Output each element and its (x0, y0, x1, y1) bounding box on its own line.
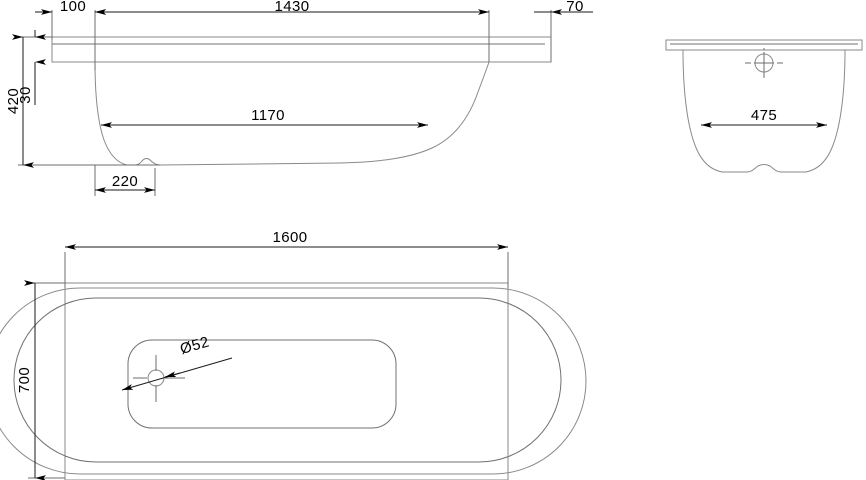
dim-1170-label: 1170 (251, 107, 285, 124)
plan-base-outline (127, 339, 397, 429)
dim-100-label: 100 (60, 0, 86, 15)
dim-1430: 1430 (95, 0, 489, 15)
dim-30-label: 30 (17, 86, 34, 104)
end-body-profile (682, 49, 846, 173)
view-end-elevation: 475 (665, 39, 863, 173)
dim-420-label: 420 (5, 88, 22, 114)
dim-52-label: Ø52 (178, 333, 211, 357)
dim-220-label: 220 (112, 173, 138, 190)
end-rim-outline (665, 39, 863, 51)
dim-420: 420 (5, 34, 34, 168)
dim-220: 220 (94, 165, 156, 196)
dim-475-label: 475 (751, 107, 777, 124)
waste-outlet-centermark (133, 355, 185, 402)
dim-100: 100 (35, 0, 112, 15)
plan-rim-inner (13, 297, 562, 463)
overflow-hole-centermark (745, 48, 783, 78)
dim-700-label: 700 (16, 367, 33, 393)
dim-1170: 1170 (101, 107, 428, 128)
view-side-elevation: 100 1430 70 420 3 (5, 0, 593, 196)
dim-475: 475 (701, 107, 827, 128)
dim-1430-label: 1430 (275, 0, 310, 15)
dim-diameter-52: Ø52 (121, 333, 233, 391)
dim-70-label: 70 (566, 0, 584, 15)
dim-700: 700 (16, 280, 65, 480)
plan-outer-rect (64, 282, 509, 480)
dim-1600: 1600 (64, 229, 509, 288)
side-rim-outline (51, 36, 552, 63)
side-body-profile (94, 61, 490, 166)
dim-30: 30 (17, 30, 46, 105)
dim-1600-label: 1600 (273, 229, 308, 246)
plan-rim-outer (0, 287, 587, 475)
dim-70: 70 (534, 0, 593, 15)
view-plan: Ø52 1600 700 (0, 229, 587, 480)
